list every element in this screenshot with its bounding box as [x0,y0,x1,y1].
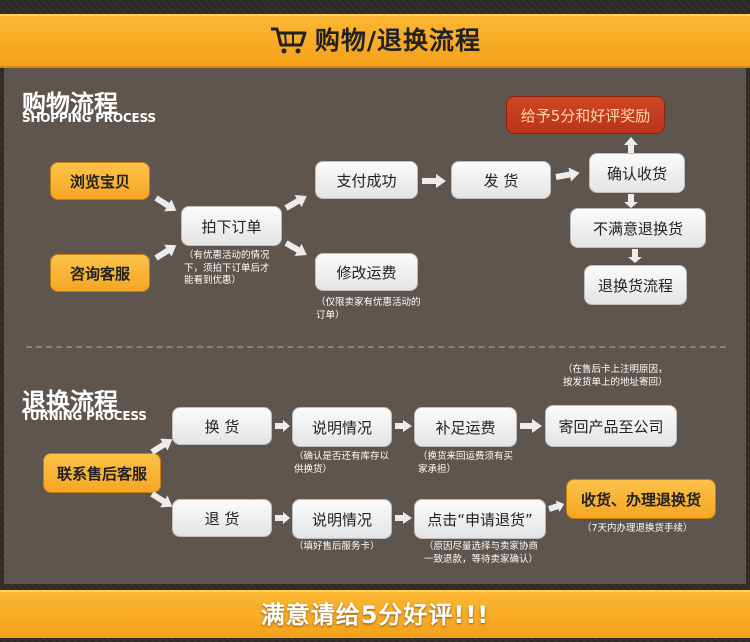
place-order-box: 拍下订单 [181,206,282,246]
section-divider [26,346,726,348]
refund-note: （原因尽量选择与卖家协商一致退款，等待卖家确认） [424,541,539,565]
consult-service-box: 咨询客服 [50,254,150,292]
send-back-note: （在售后卡上注明原因，按发货单上的地址寄回） [563,364,668,388]
arrow-unsatisfied-to-process [628,249,642,263]
header-bar: 购物/退换流程 [0,14,750,68]
header-title: 购物/退换流程 [0,16,750,66]
place-order-note: （有优惠活动的情况下，须拍下订单后才能看到优惠） [184,250,270,286]
browse-items-box: 浏览宝贝 [50,162,150,200]
arrow-browse-to-order [154,195,177,212]
ship-box: 发 货 [451,161,551,199]
fill-card-note: （填好售后服务卡） [294,541,380,552]
apply-refund-box: 点击“申请退货” [414,499,546,539]
footer-bar: 满意请给5分好评!!! [0,590,750,638]
shopping-cart-icon [270,27,307,54]
modify-shipping-note: （仅限卖家有优惠活动的订单） [316,297,421,321]
contact-aftersales-box: 联系售后客服 [43,453,161,493]
arrow-order-to-paid [284,194,307,211]
arrow-explain-to-apply [395,512,412,524]
arrow-confirm-to-unsatisfied [624,194,638,208]
arrow-exchange-to-explain [275,420,290,432]
arrow-refund-to-explain [275,512,290,524]
arrow-apply-to-receive [548,500,565,512]
send-back-box: 寄回产品至公司 [545,405,677,447]
arrow-confirm-to-reward [624,137,638,153]
footer-text: 满意请给5分好评!!! [260,601,490,629]
header-title-text: 购物/退换流程 [314,26,482,55]
arrow-contact-to-exchange [150,438,173,455]
modify-shipping-box: 修改运费 [315,253,418,291]
receive-note: （7天内办理退换货手续） [582,523,693,534]
arrow-explain-to-shipping [395,420,412,432]
shopping-section-title: 购物流程 [22,90,118,118]
reward-box: 给予5分和好评奖励 [506,96,665,134]
return-process-box: 退换货流程 [584,265,687,305]
arrow-consult-to-order [154,244,177,261]
shipping-note: （换货来回运费须有买家承担） [418,451,514,475]
arrow-shipping-to-sendback [520,419,542,433]
exchange-note: （确认是否还有库存以供换货） [294,451,390,475]
shopping-section-subtitle: SHOPPING PROCESS [22,111,156,125]
refund-box: 退 货 [172,499,272,537]
arrow-contact-to-refund [150,491,173,508]
confirm-receipt-box: 确认收货 [589,153,685,193]
receive-process-box: 收货、办理退换货 [566,479,716,519]
payment-success-box: 支付成功 [315,161,418,199]
returns-section-title: 退换流程 [22,388,118,416]
unsatisfied-return-box: 不满意退换货 [570,208,706,248]
pay-shipping-box: 补足运费 [414,407,517,447]
returns-section-subtitle: TURNING PROCESS [22,409,147,423]
explain-refund-box: 说明情况 [292,499,392,539]
arrow-ship-to-confirm [555,167,580,182]
arrow-order-to-modify [284,240,307,257]
arrow-paid-to-ship [422,174,446,188]
exchange-box: 换 货 [172,407,272,445]
explain-exchange-box: 说明情况 [292,407,392,447]
